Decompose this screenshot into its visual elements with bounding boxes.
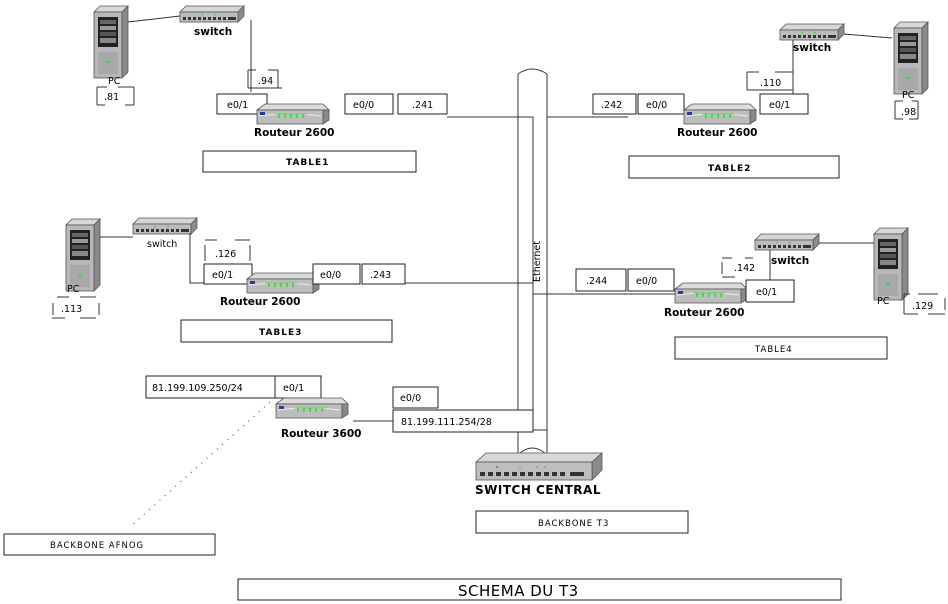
backbone-t3-box [475, 510, 689, 534]
ip-e00-label: .244 [586, 276, 607, 287]
port-e01-box [759, 93, 809, 115]
ethernet-bus: Ethernet [405, 68, 686, 455]
switch-label: switch [771, 255, 809, 267]
ip-e00-box [397, 93, 448, 115]
router-label: Routeur 2600 [677, 127, 757, 139]
table1-group: switch .94 PC .81 e0/1 e0/0 .241 Routeur… [93, 5, 448, 173]
switch-label: switch [147, 239, 177, 250]
router-icon[interactable] [275, 397, 349, 419]
pc-ip: .129 [912, 301, 933, 312]
port-e01-label: e0/1 [769, 100, 790, 111]
port-e01-label: e0/1 [756, 287, 777, 298]
ip-e00-label: .241 [412, 100, 433, 111]
switch-icon[interactable] [754, 233, 820, 251]
central-switch-label: SWITCH CENTRAL [475, 483, 601, 497]
table2-caption: TABLE2 [708, 164, 751, 174]
table3-caption-box [180, 319, 393, 343]
router-icon[interactable] [256, 103, 330, 125]
switch-icon[interactable] [779, 23, 845, 41]
central-switch-group: SWITCH CENTRAL BACKBONE T3 [474, 452, 689, 534]
router-label: Routeur 3600 [281, 428, 361, 440]
pc-label: PC [108, 76, 121, 87]
table4-group: switch .142 .244 e0/0 e0/1 Routeur 2600 … [575, 227, 946, 360]
router-icon[interactable] [683, 103, 757, 125]
port-e01-label: e0/1 [227, 100, 248, 111]
diagram-title: SCHEMA DU T3 [458, 582, 579, 600]
pc-icon[interactable] [873, 227, 909, 301]
port-e01-label: e0/1 [212, 270, 233, 281]
port-e00-box [344, 93, 394, 115]
switch-icon[interactable] [179, 5, 245, 23]
backbone-afnog-caption: BACKBONE AFNOG [50, 541, 144, 551]
central-switch-icon[interactable] [474, 452, 604, 481]
pc-icon[interactable] [65, 218, 101, 292]
table3-caption: TABLE3 [259, 328, 302, 338]
port-e01-box [745, 279, 795, 303]
port-e00-label: e0/0 [320, 270, 341, 281]
port-e00-box [392, 386, 439, 409]
ip-label: .94 [258, 76, 273, 87]
port-e00-label: e0/0 [636, 276, 657, 287]
table1-caption: TABLE1 [286, 158, 329, 168]
router3600-group: 81.199.109.250/24 e0/1 e0/0 81.199.111.2… [129, 375, 534, 528]
backbone-afnog-box [3, 533, 216, 556]
pc-ip: .113 [61, 304, 82, 315]
ip-e00-label: .242 [601, 100, 622, 111]
pc-ip: .81 [104, 92, 119, 103]
switch-label: switch [194, 26, 232, 38]
switch-icon[interactable] [132, 217, 198, 235]
router-label: Routeur 2600 [254, 127, 334, 139]
port-e00-label: e0/0 [646, 100, 667, 111]
ip-e00-box [575, 268, 627, 292]
port-e00-box [627, 268, 675, 292]
port-e00-box [312, 263, 361, 285]
ip-label: .126 [215, 249, 236, 260]
pc-icon[interactable] [93, 5, 129, 79]
pc-ip: .98 [901, 107, 916, 118]
table4-caption: TABLE4 [754, 345, 793, 355]
pc-label: PC [877, 296, 890, 307]
port-e00-label: e0/0 [353, 100, 374, 111]
ip-label: .142 [734, 263, 755, 274]
ip-e00-label: .243 [370, 270, 391, 281]
ip-e00-label: 81.199.111.254/28 [401, 417, 492, 428]
router-label: Routeur 2600 [664, 307, 744, 319]
afnog-link [129, 401, 271, 528]
table2-group: switch .110 PC .98 .242 e0/0 e0/1 Routeu… [592, 21, 929, 179]
ip-e00-box [361, 263, 406, 285]
table2-caption-box [628, 155, 840, 179]
switch-label: switch [793, 42, 831, 54]
port-e00-label: e0/0 [400, 393, 421, 404]
table1-caption-box [202, 150, 417, 173]
title-box [237, 578, 842, 601]
port-e01-label: e0/1 [283, 383, 304, 394]
router-icon[interactable] [674, 282, 748, 304]
ip-e00-box [592, 93, 637, 115]
table3-group: switch .126 e0/1 e0/0 .243 Routeur 2600 … [52, 217, 406, 343]
port-e01-box [203, 263, 253, 285]
ip-label: .110 [760, 78, 781, 89]
pc-icon[interactable] [893, 21, 929, 95]
ip-e01-label: 81.199.109.250/24 [152, 383, 243, 394]
pc-label: PC [67, 284, 80, 295]
backbone-t3-caption: BACKBONE T3 [538, 519, 609, 529]
table4-caption-box [674, 336, 888, 360]
pc-label: PC [902, 90, 915, 101]
router-label: Routeur 2600 [220, 296, 300, 308]
ethernet-label: Ethernet [532, 241, 543, 282]
port-e00-box [637, 93, 685, 115]
router-icon[interactable] [246, 272, 320, 294]
